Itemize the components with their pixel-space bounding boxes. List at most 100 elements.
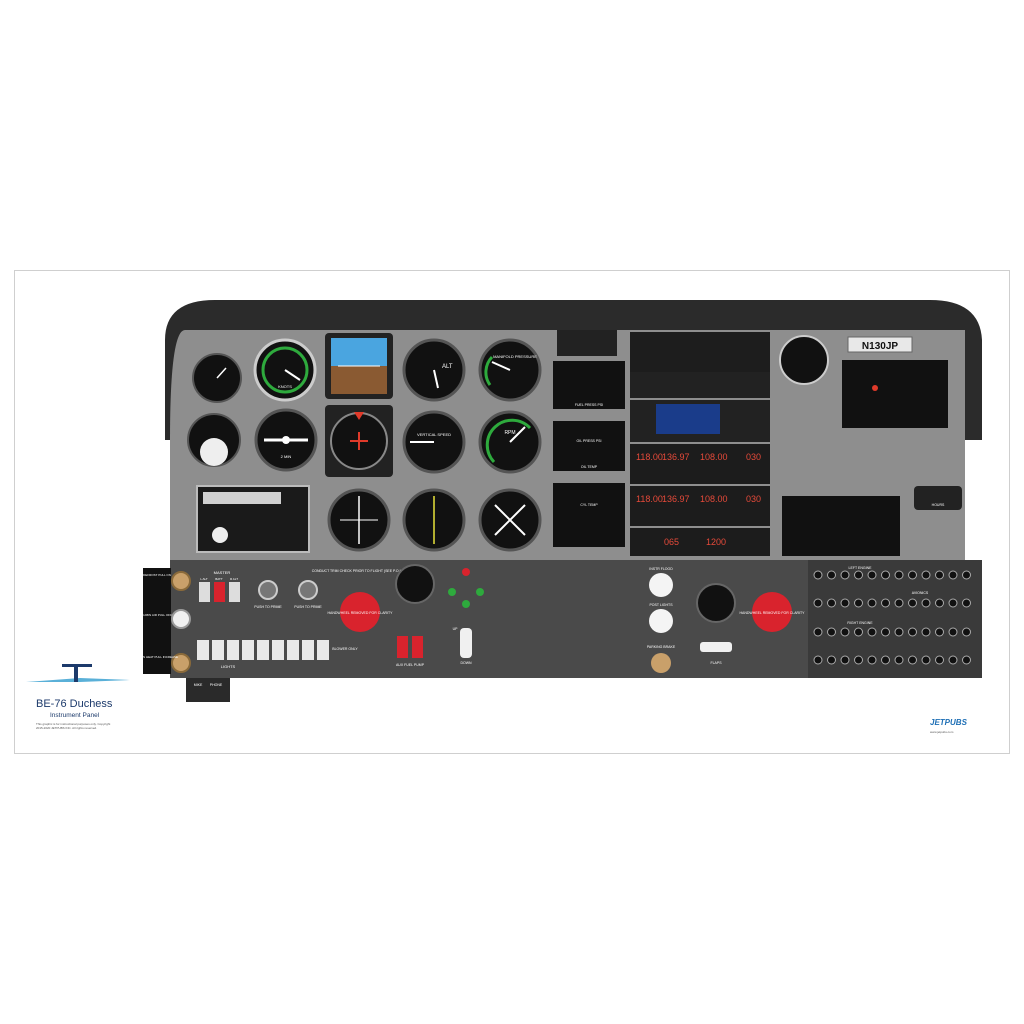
post-lights-label: POST LIGHTS (649, 603, 673, 607)
circuit-breaker[interactable] (867, 627, 877, 637)
circuit-breaker[interactable] (921, 655, 931, 665)
circuit-breaker[interactable] (962, 655, 971, 665)
circuit-breaker[interactable] (827, 598, 836, 608)
switch-blower[interactable] (272, 640, 284, 660)
warning-light (872, 385, 878, 391)
circuit-breaker[interactable] (962, 627, 971, 637)
instr-flood-knob[interactable] (649, 573, 673, 597)
circuit-breaker[interactable] (935, 570, 944, 580)
circuit-breaker[interactable] (935, 627, 944, 637)
heading-indicator (325, 405, 393, 477)
fuel-flow-gauge (478, 488, 542, 552)
manifold-label: MANIFOLD PRESSURE (493, 354, 537, 359)
switch-pitot[interactable] (302, 640, 314, 660)
flap-handle[interactable] (700, 642, 732, 652)
circuit-breaker[interactable] (854, 570, 863, 580)
right-display-lower (782, 496, 900, 556)
circuit-breaker[interactable] (827, 627, 836, 637)
airspeed-indicator: KNOTS (253, 338, 317, 402)
circuit-breaker[interactable] (827, 655, 836, 665)
circuit-breaker[interactable] (894, 570, 904, 580)
circuit-breaker[interactable] (840, 570, 850, 580)
turn-label: 2 MIN (281, 454, 292, 459)
circuit-breaker[interactable] (908, 627, 917, 637)
circuit-breaker[interactable] (908, 655, 917, 665)
switch-batt[interactable] (214, 582, 225, 602)
circuit-breaker[interactable] (867, 570, 877, 580)
switch-nav[interactable] (227, 640, 239, 660)
cabin-air-knob[interactable] (171, 609, 191, 629)
circuit-breaker[interactable] (881, 627, 890, 637)
circuit-breaker[interactable] (948, 627, 958, 637)
aux-fuel-right[interactable] (412, 636, 423, 658)
right-engine-label: RIGHT ENGINE (847, 621, 873, 625)
gear-down-label: DOWN (460, 661, 472, 665)
handwheel-left-label: HANDWHEEL REMOVED FOR CLARITY (327, 611, 393, 615)
circuit-breaker[interactable] (840, 598, 850, 608)
poster-title: BE-76 Duchess (36, 698, 113, 710)
avionics-stack (630, 332, 770, 556)
circuit-breaker[interactable] (908, 570, 917, 580)
post-lights-knob[interactable] (649, 609, 673, 633)
circuit-breaker[interactable] (894, 598, 904, 608)
switch-land[interactable] (197, 640, 209, 660)
circuit-breaker[interactable] (881, 598, 890, 608)
circuit-breaker[interactable] (962, 598, 971, 608)
circuit-breaker[interactable] (921, 627, 931, 637)
circuit-breaker[interactable] (921, 570, 931, 580)
poster-subtitle: Instrument Panel (50, 712, 100, 719)
circuit-breaker[interactable] (948, 655, 958, 665)
circuit-breaker[interactable] (867, 655, 877, 665)
gear-light-red (462, 568, 470, 576)
circuit-breaker[interactable] (948, 598, 958, 608)
master-label: MASTER (214, 570, 231, 575)
switch-taxi[interactable] (212, 640, 224, 660)
cyl-temp-label: CYL TEMP (580, 503, 598, 507)
circuit-breaker[interactable] (827, 570, 836, 580)
primer-left[interactable] (258, 580, 278, 600)
circuit-breaker[interactable] (935, 655, 944, 665)
parking-brake-label: PARKING BRAKE (647, 645, 676, 649)
blower-label: BLOWER ONLY (332, 647, 358, 651)
circuit-breaker[interactable] (962, 570, 971, 580)
switch-l-alt[interactable] (199, 582, 210, 602)
defrost-label: DEFROST PULL ON (143, 573, 171, 577)
circuit-breaker[interactable] (881, 655, 890, 665)
switch-cabin[interactable] (257, 640, 269, 660)
circuit-breaker[interactable] (867, 598, 877, 608)
handwheel-left (340, 592, 380, 632)
switch-heat[interactable] (287, 640, 299, 660)
circuit-breaker[interactable] (813, 570, 823, 580)
aux-fuel-left[interactable] (397, 636, 408, 658)
circuit-breaker[interactable] (840, 655, 850, 665)
circuit-breaker[interactable] (894, 627, 904, 637)
circuit-breaker[interactable] (854, 655, 863, 665)
circuit-breaker[interactable] (854, 627, 863, 637)
vertical-speed-indicator: VERTICAL SPEED (402, 410, 466, 474)
circuit-breaker[interactable] (813, 627, 823, 637)
circuit-breaker[interactable] (894, 655, 904, 665)
gear-handle[interactable] (460, 628, 472, 658)
circuit-breaker[interactable] (935, 598, 944, 608)
com2-standby: 136.97 (662, 494, 690, 504)
circuit-breaker[interactable] (813, 598, 823, 608)
cabin-heat-knob[interactable] (171, 653, 191, 673)
handwheel-right-label: HANDWHEEL REMOVED FOR CLARITY (739, 611, 805, 615)
defrost-knob[interactable] (171, 571, 191, 591)
circuit-breaker[interactable] (908, 598, 917, 608)
circuit-breaker[interactable] (948, 570, 958, 580)
switch-strobe[interactable] (242, 640, 254, 660)
circuit-breaker[interactable] (921, 598, 931, 608)
primer-right[interactable] (298, 580, 318, 600)
alt-label: ALT (442, 364, 453, 370)
switch-r-alt[interactable] (229, 582, 240, 602)
light-switch-row (197, 640, 329, 660)
circuit-breaker[interactable] (840, 627, 850, 637)
circuit-breaker[interactable] (813, 655, 823, 665)
parking-brake-knob[interactable] (651, 653, 671, 673)
circuit-breaker[interactable] (881, 570, 890, 580)
circuit-breaker[interactable] (854, 598, 863, 608)
switch-aux[interactable] (317, 640, 329, 660)
com1-standby: 136.97 (662, 452, 690, 462)
